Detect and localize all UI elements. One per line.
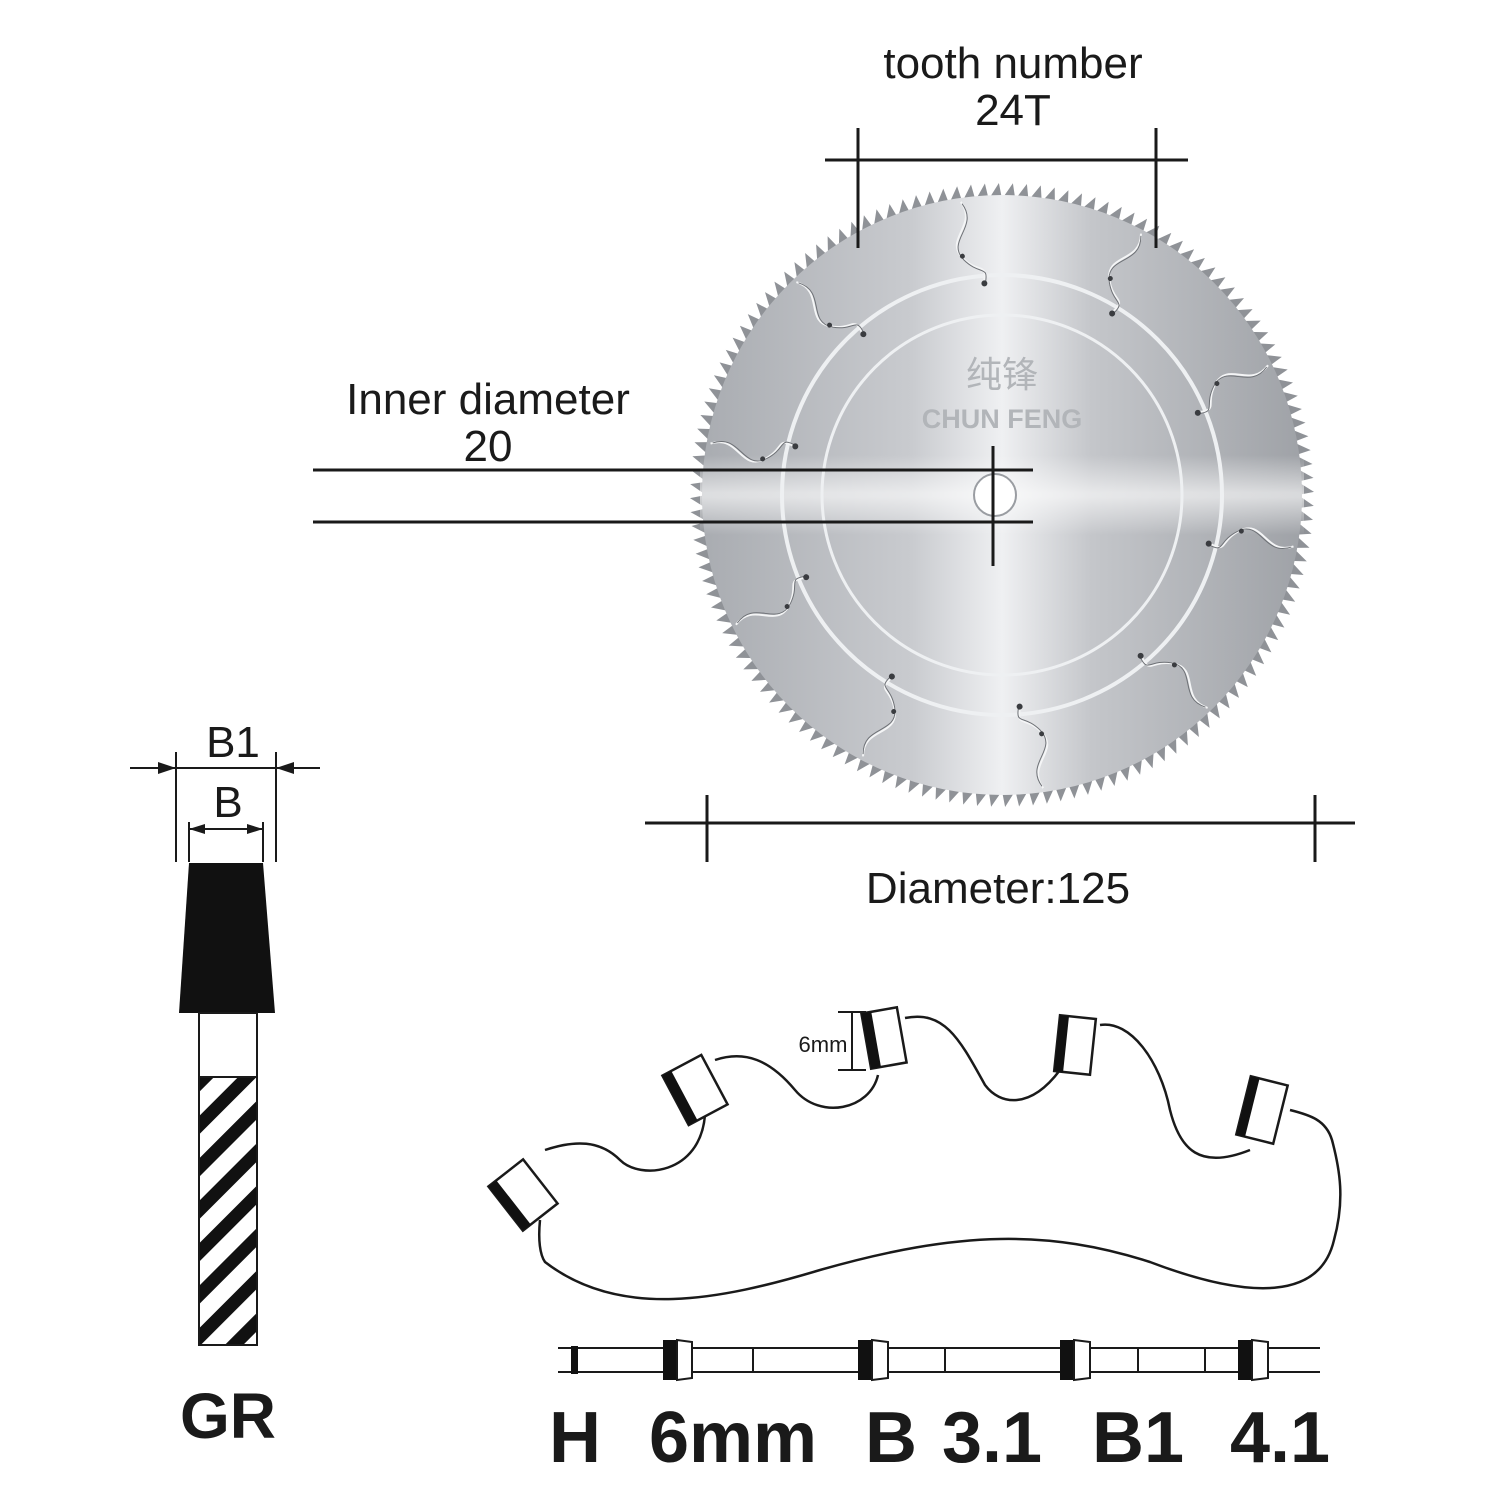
row-tooth-1 — [663, 1338, 693, 1382]
spec-h-label: H — [549, 1398, 601, 1478]
saw-blade: 纯锋 CHUN FENG — [690, 183, 1314, 807]
spec-b1-label: B1 — [1092, 1398, 1184, 1478]
spec-b-value: 3.1 — [942, 1398, 1042, 1478]
tooth-profile: 6mm — [486, 1005, 1342, 1301]
expansion-slot — [735, 574, 810, 626]
height-marker-label: 6mm — [799, 1032, 848, 1057]
tooth-number-title: tooth number — [883, 39, 1142, 88]
b1-label: B1 — [206, 718, 260, 767]
tooth-number-value: 24T — [975, 86, 1051, 135]
blade-ring-inner — [820, 313, 1184, 677]
b1-arrow-right — [276, 762, 294, 774]
expansion-slot — [955, 201, 988, 287]
inner-diameter-dimension: Inner diameter 20 — [313, 375, 1033, 566]
expansion-slot — [710, 440, 799, 463]
expansion-slot — [1107, 233, 1142, 317]
carbide-tip — [179, 863, 275, 1013]
inner-diameter-value: 20 — [464, 422, 513, 471]
spec-b1-value: 4.1 — [1230, 1398, 1330, 1478]
arbor-hole — [973, 473, 1017, 517]
expansion-slot — [796, 281, 867, 338]
expansion-slot — [862, 673, 897, 757]
tooth-number-dimension: tooth number 24T — [825, 39, 1188, 248]
tooth-tip-4 — [1052, 1013, 1098, 1077]
expansion-slot — [1016, 703, 1049, 789]
tooth-tip-1 — [486, 1157, 560, 1233]
row-tooth-2 — [858, 1338, 889, 1382]
b1-arrow-left — [158, 762, 176, 774]
tooth-cross-section: B1 B GR — [130, 718, 320, 1452]
gr-label: GR — [180, 1380, 276, 1452]
tooth-tip-5 — [1234, 1074, 1290, 1146]
diameter-label: Diameter:125 — [866, 864, 1130, 913]
row-tooth-3 — [1060, 1338, 1091, 1382]
expansion-slot — [1194, 364, 1269, 416]
tooth-profile-outline — [537, 1015, 1342, 1301]
blade-body-section — [198, 1012, 258, 1078]
spec-b-label: B — [865, 1398, 917, 1478]
blade-ring-outer — [780, 273, 1224, 717]
b-arrow-right — [247, 824, 263, 834]
row-end-cap — [571, 1346, 578, 1374]
hatched-body-section — [198, 1076, 258, 1346]
expansion-slots — [710, 201, 1294, 789]
row-tooth-4 — [1238, 1338, 1269, 1382]
inner-diameter-title: Inner diameter — [346, 375, 630, 424]
b-arrow-left — [189, 824, 205, 834]
brand-chinese: 纯锋 — [966, 355, 1038, 396]
brand-english: CHUN FENG — [922, 404, 1083, 434]
expansion-slot — [1205, 527, 1294, 550]
expansion-slot — [1137, 652, 1208, 709]
spec-line: H 6mm B 3.1 B1 4.1 — [549, 1398, 1330, 1478]
tooth-row-top-view — [558, 1338, 1320, 1382]
tooth-tip-3 — [859, 1005, 909, 1071]
b-label: B — [213, 778, 242, 827]
spec-h-value: 6mm — [649, 1398, 817, 1478]
tooth-tip-2 — [660, 1053, 730, 1127]
outer-diameter-dimension: Diameter:125 — [645, 795, 1355, 913]
